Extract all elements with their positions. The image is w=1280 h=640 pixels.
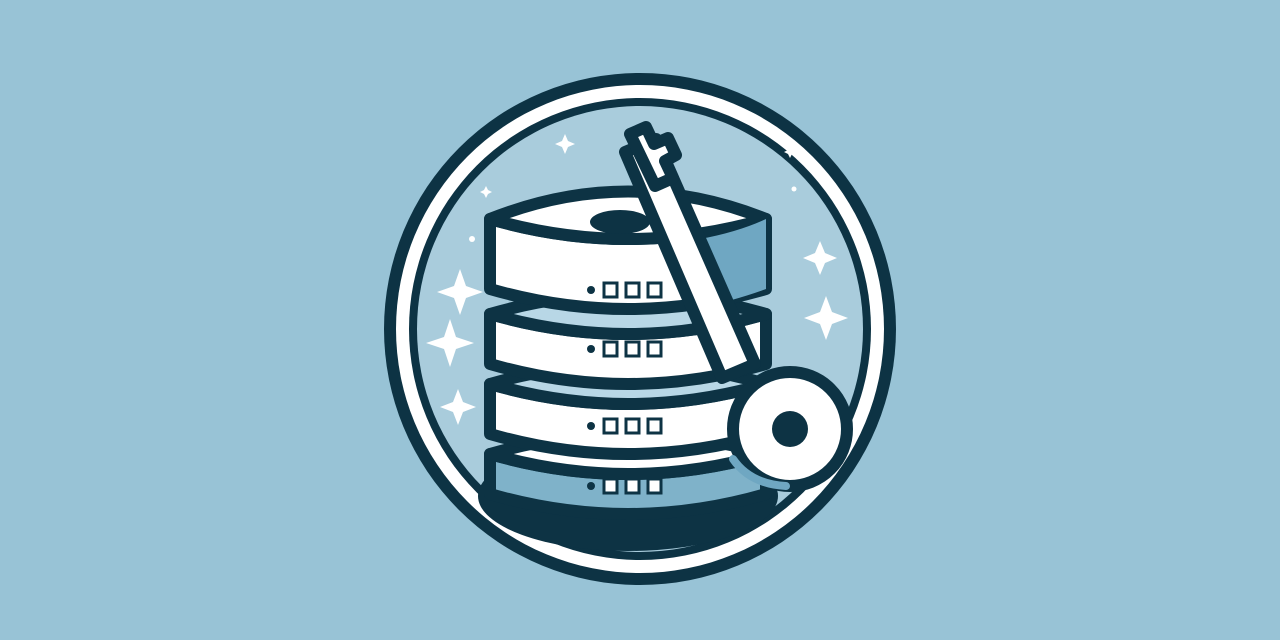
logo-svg <box>384 73 896 585</box>
database-key-logo <box>370 64 910 604</box>
key-icon <box>619 121 853 492</box>
drive-indicators <box>587 281 663 495</box>
sparkle-icon <box>426 134 848 425</box>
